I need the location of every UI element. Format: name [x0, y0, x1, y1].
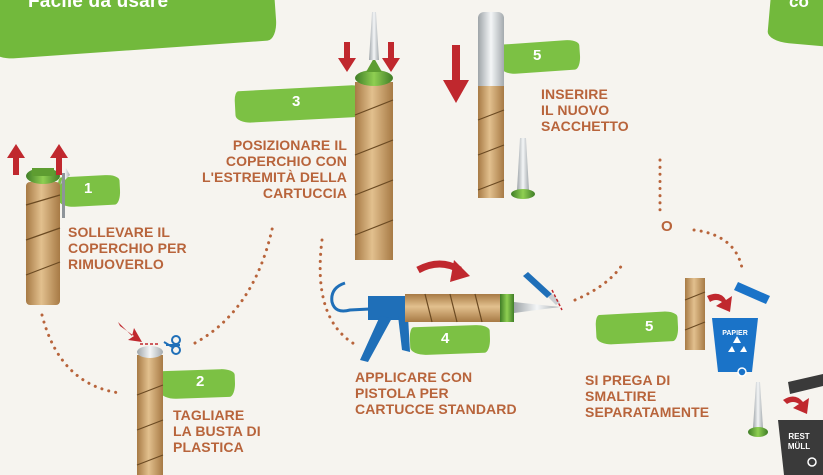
step-1-tube-icon [25, 168, 70, 305]
step-5a-tube-icon [477, 12, 505, 198]
step-5b-label: SI PREGA DI SMALTIRE SEPARATAMENTE [585, 372, 710, 420]
cutter-knife-icon [523, 272, 560, 305]
arrow-down-icon [443, 45, 469, 103]
arrow-up-icon [7, 144, 25, 175]
arrow-down-icon [118, 322, 142, 342]
arrow-up-icon [50, 144, 68, 175]
step-5b-number: 5 [645, 318, 654, 335]
recycle-icon [728, 336, 747, 352]
rest-bin-label-2: MÜLL [787, 442, 811, 451]
page-title-fragment: co [789, 0, 809, 11]
rest-bin-icon [778, 374, 823, 475]
step-5a-number: 5 [533, 47, 542, 64]
page-title: Facile da usare [28, 0, 169, 12]
step-5b-nozzle-icon [748, 382, 768, 437]
scissors-icon [163, 335, 181, 355]
step-5a-label: INSERIRE IL NUOVO SACCHETTO [541, 86, 629, 134]
arrow-down-icon [338, 42, 356, 72]
paper-bin-icon [712, 282, 770, 377]
paper-bin-label: PAPIER [722, 330, 748, 337]
step-1-label: SOLLEVARE IL COPERCHIO PER RIMUOVERLO [68, 224, 187, 272]
step-4-number: 4 [441, 330, 450, 347]
step-2-label: TAGLIARE LA BUSTA DI PLASTICA [173, 407, 261, 455]
step-3-number: 3 [292, 93, 301, 110]
step-3-tube-icon [354, 12, 394, 260]
step-5b-tube-icon [684, 278, 706, 350]
arrow-down-icon [707, 293, 732, 312]
arrow-down-icon [783, 396, 809, 414]
step-2-tube-icon [136, 346, 164, 475]
rest-bin-label-1: REST [788, 432, 810, 441]
step-2-number: 2 [196, 373, 205, 390]
caulking-gun-icon [330, 281, 560, 362]
or-label: O [661, 218, 673, 235]
arrow-down-icon [382, 42, 400, 72]
dotted-guides [40, 158, 744, 395]
step-3-label: POSIZIONARE IL COPERCHIO CON L'ESTREMITÀ… [201, 137, 347, 201]
step-1-number: 1 [84, 180, 93, 197]
nozzle-icon [511, 138, 535, 199]
step-4-label: APPLICARE CON PISTOLA PER CARTUCCE STAND… [355, 369, 517, 417]
